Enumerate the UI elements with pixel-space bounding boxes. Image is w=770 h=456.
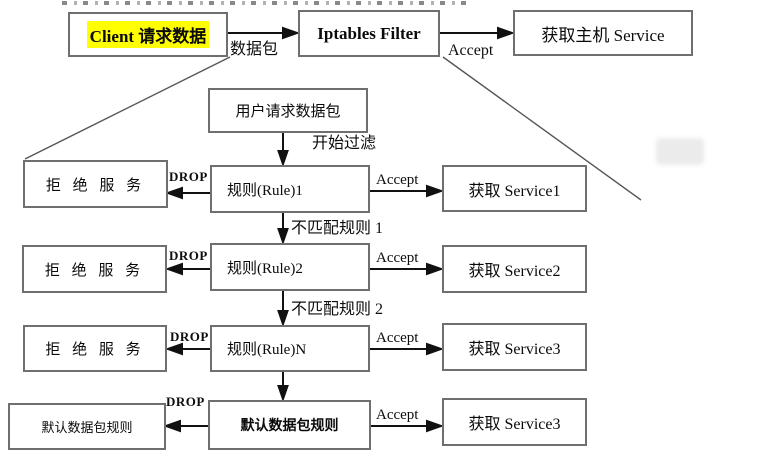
reject-service-box-3: 拒 绝 服 务 (23, 325, 167, 372)
user-packet-box: 用户请求数据包 (208, 88, 368, 133)
service2-box: 获取 Service2 (442, 245, 587, 293)
drop-label-1: DROP (169, 169, 208, 184)
host-service-box: 获取主机 Service (513, 10, 693, 56)
cropped-text-artifact (62, 1, 470, 5)
accept-label-3: Accept (376, 330, 419, 346)
reject-service-label-2: 拒 绝 服 务 (44, 262, 145, 279)
mismatch-label-1: 不匹配规则 1 (291, 220, 384, 237)
default-rule-left-box: 默认数据包规则 (8, 403, 166, 450)
client-request-box: Client 请求数据 (68, 12, 228, 57)
service3-box: 获取 Service3 (442, 323, 587, 371)
accept-label-4: Accept (376, 407, 419, 423)
iptables-filter-box: Iptables Filter (298, 10, 440, 57)
rule1-box: 规则(Rule)1 (210, 165, 370, 213)
reject-service-label-3: 拒 绝 服 务 (45, 342, 145, 358)
accept-label-1: Accept (376, 172, 419, 188)
drop-label-3: DROP (170, 329, 209, 344)
client-request-label: Client 请求数据 (86, 21, 210, 48)
service1-box: 获取 Service1 (442, 165, 587, 212)
ruleN-box: 规则(Rule)N (210, 325, 370, 372)
reject-service-box-2: 拒 绝 服 务 (22, 245, 167, 293)
mismatch-label-2: 不匹配规则 2 (291, 301, 384, 318)
drop-label-4: DROP (166, 394, 205, 409)
start-filter-label: 开始过滤 (312, 135, 377, 152)
default-rule-box: 默认数据包规则 (208, 400, 371, 450)
service4-box: 获取 Service3 (442, 398, 587, 446)
drop-label-2: DROP (169, 248, 208, 263)
rule2-box: 规则(Rule)2 (210, 243, 370, 291)
accept-label-2: Accept (376, 250, 419, 266)
accept-top-label: Accept (448, 42, 494, 59)
packet-arrow-label: 数据包 (230, 41, 279, 58)
reject-service-label-1: 拒 绝 服 务 (45, 177, 146, 194)
smudge-artifact (656, 138, 704, 165)
reject-service-box-1: 拒 绝 服 务 (23, 160, 168, 208)
